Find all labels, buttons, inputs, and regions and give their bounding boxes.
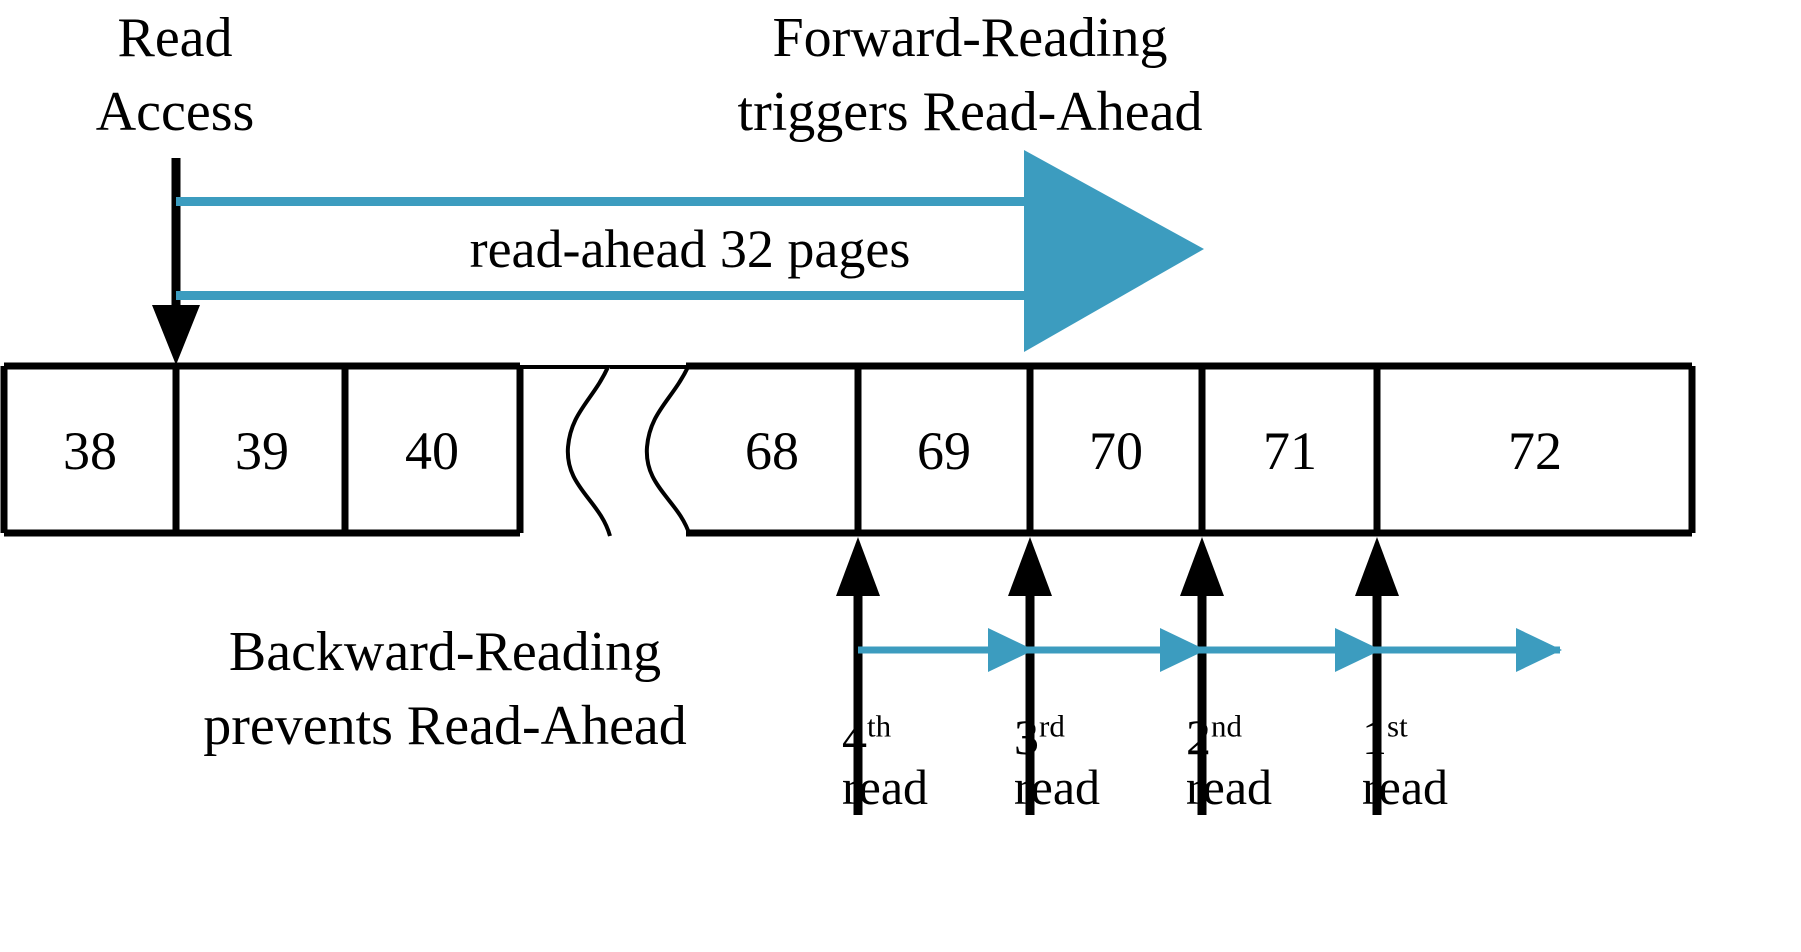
page-cell-69: 69 [917, 421, 971, 481]
page-cell-38: 38 [63, 421, 117, 481]
up-arrow-icon [1008, 537, 1052, 815]
page-table [0, 362, 1696, 537]
read-label-3rd: 3rd read [980, 709, 1214, 815]
backward-reading-label-line2: prevents Read-Ahead [203, 695, 687, 757]
page-cell-40: 40 [405, 421, 459, 481]
read-word: read [1362, 759, 1449, 815]
right-arrow-icon-sequence [858, 628, 1562, 672]
page-cell-39: 39 [235, 421, 289, 481]
right-block-arrow-icon [176, 150, 1204, 352]
page-cell-68: 68 [745, 421, 799, 481]
read-label-2nd: 2nd read [1152, 709, 1386, 815]
read-ordinal-number: 2 [1186, 709, 1211, 765]
page-cell-72: 72 [1508, 421, 1562, 481]
forward-reading-label-line1: Forward-Reading [772, 7, 1168, 69]
read-ahead-band-label: read-ahead 32 pages [469, 219, 911, 279]
read-word: read [1014, 759, 1101, 815]
read-ordinal-suffix: rd [1039, 708, 1065, 744]
up-arrow-icon [1355, 537, 1399, 815]
read-access-label-line2: Access [95, 81, 255, 143]
read-ordinal-suffix: st [1387, 708, 1408, 744]
down-arrow-icon [152, 158, 200, 365]
read-word: read [842, 759, 929, 815]
up-arrow-icon [1180, 537, 1224, 815]
read-ordinal-number: 1 [1362, 709, 1387, 765]
read-label-4th: 4th read [808, 709, 1042, 815]
up-arrow-icon-group [836, 537, 1399, 815]
read-ordinal-number: 3 [1014, 709, 1039, 765]
squiggle-break-icon [520, 365, 692, 537]
page-cell-71: 71 [1263, 421, 1317, 481]
read-access-label-line1: Read [117, 7, 233, 69]
read-ordinal-suffix: nd [1211, 708, 1242, 744]
read-label-1st: 1st read [1328, 709, 1562, 815]
read-ordinal-suffix: th [867, 708, 892, 744]
read-word: read [1186, 759, 1273, 815]
up-arrow-icon [836, 537, 880, 815]
forward-reading-label-line2: triggers Read-Ahead [737, 81, 1203, 143]
read-ordinal-number: 4 [842, 709, 867, 765]
page-cell-70: 70 [1089, 421, 1143, 481]
backward-reading-label-line1: Backward-Reading [228, 621, 662, 683]
